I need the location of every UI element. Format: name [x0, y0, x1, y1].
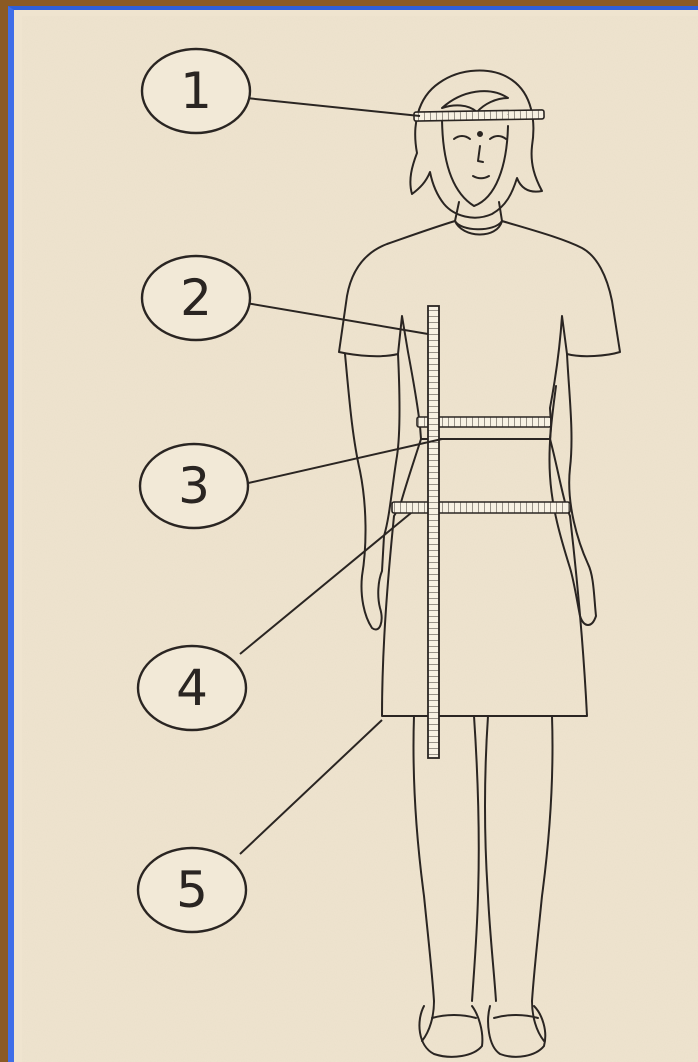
- measuring-tape-icon: [414, 110, 544, 121]
- paper-texture: [22, 16, 698, 1062]
- callout-label-2: 2: [180, 269, 212, 327]
- ruler-icon: [428, 306, 439, 758]
- illustration-panel: 1 2 3 4 5: [8, 6, 698, 1062]
- forehead-dot: [478, 132, 482, 136]
- callout-label-4: 4: [176, 659, 208, 717]
- callout-label-3: 3: [178, 457, 210, 515]
- callout-label-5: 5: [176, 861, 208, 919]
- measurement-diagram: 1 2 3 4 5: [22, 16, 698, 1062]
- callout-label-1: 1: [180, 62, 212, 120]
- measuring-tape-icon: [392, 502, 570, 513]
